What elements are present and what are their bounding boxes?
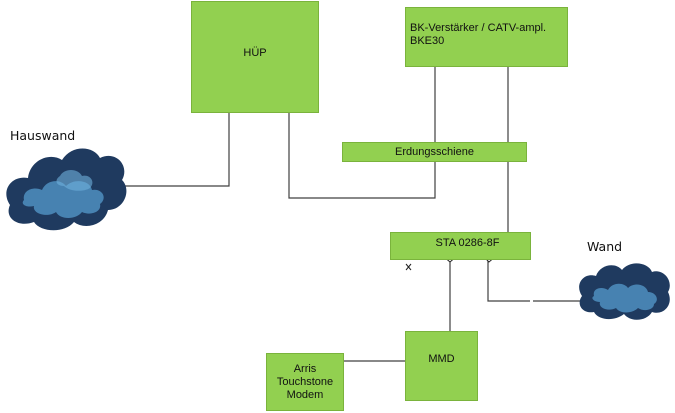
erdungsschiene-box: Erdungsschiene [342,142,527,162]
bk-amplifier-label: BK-Verstärker / CATV-ampl. [410,22,547,34]
huep-box: HÜP [191,1,319,113]
bk-amplifier-model: BKE30 [410,35,445,47]
label-hauswand: Hauswand [10,128,76,143]
mmd-box: MMD [405,331,478,401]
arris-label-line3: Modem [286,388,324,401]
huep-label: HÜP [243,47,267,59]
arris-modem-box: Arris Touchstone Modem [266,353,344,411]
label-wand: Wand [587,239,623,254]
cloud-icon [6,148,127,231]
erdungsschiene-label: Erdungsschiene [395,146,474,158]
bk-amplifier-box: BK-Verstärker / CATV-ampl. BKE30 [405,7,568,67]
cross-mark-icon [405,263,412,271]
arris-label-line2: Touchstone [276,375,334,388]
wire-sta-wand [487,260,530,302]
wire-huep-erdung [288,112,436,199]
cloud-icon [579,263,670,320]
arris-label-line1: Arris [293,362,317,375]
wire-hauswand-huep [118,112,230,187]
sta-label: STA 0286-8F [435,237,500,249]
sta-box: STA 0286-8F [390,232,531,260]
mmd-label: MMD [428,353,455,365]
